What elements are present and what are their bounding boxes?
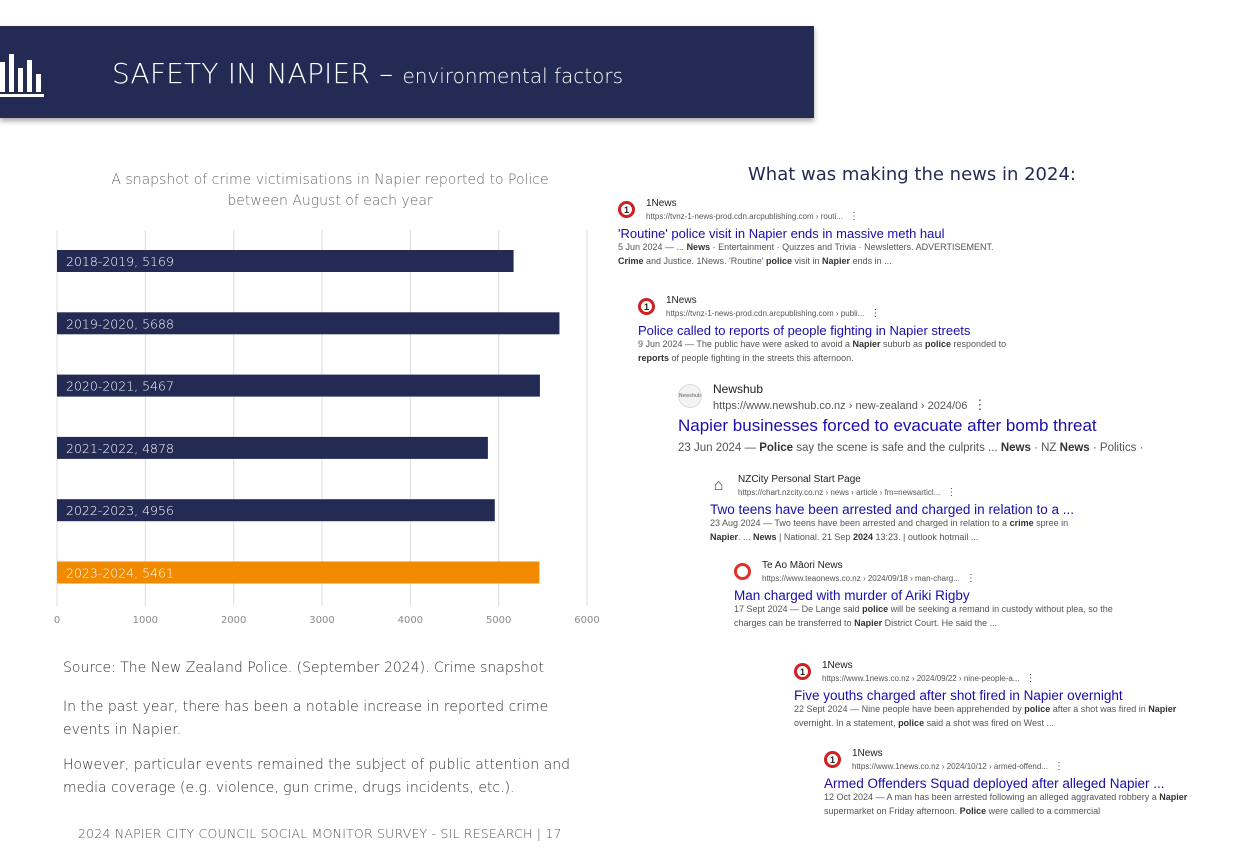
news-url: https://www.1news.co.nz › 2024/09/22 › n… <box>822 673 1035 684</box>
bar-chart-icon <box>0 54 44 97</box>
news-headline-link[interactable]: Police called to reports of people fight… <box>638 323 971 338</box>
more-options-icon[interactable]: ⋮ <box>1053 761 1064 772</box>
news-heading: What was making the news in 2024: <box>748 164 1076 185</box>
news-headline-link[interactable]: Man charged with murder of Ariki Rigby <box>734 588 970 603</box>
x-tick-label: 5000 <box>486 615 511 626</box>
news-item: Newshub Newshub https://www.newshub.co.n… <box>678 382 1143 458</box>
news-headline-link[interactable]: Napier businesses forced to evacuate aft… <box>678 416 1097 435</box>
more-options-icon[interactable]: ⋮ <box>973 397 987 412</box>
x-tick-label: 6000 <box>574 615 599 626</box>
x-tick-label: 4000 <box>398 615 423 626</box>
x-tick-label: 0 <box>54 615 60 626</box>
1news-logo-icon: 1 <box>794 663 811 680</box>
news-source: 1News <box>852 748 883 759</box>
bar <box>57 250 514 272</box>
news-url-text: https://www.newshub.co.nz › new-zealand … <box>713 400 968 412</box>
news-url-text: https://chart.nzcity.co.nz › news › arti… <box>738 488 941 497</box>
paragraph-increase: In the past year, there has been a notab… <box>63 699 549 738</box>
news-headline-link[interactable]: Two teens have been arrested and charged… <box>710 502 1074 517</box>
news-url-text: https://www.1news.co.nz › 2024/09/22 › n… <box>822 674 1020 683</box>
news-source: 1News <box>666 295 697 306</box>
news-headline-link[interactable]: Armed Offenders Squad deployed after all… <box>824 776 1165 791</box>
title-sub: environmental factors <box>402 64 624 88</box>
more-options-icon[interactable]: ⋮ <box>870 308 881 319</box>
bar-label: 2019-2020, 5688 <box>66 316 174 331</box>
news-snippet: 23 Jun 2024 — Police say the scene is sa… <box>678 442 1144 454</box>
news-headline-link[interactable]: 'Routine' police visit in Napier ends in… <box>618 226 945 241</box>
news-item: 1 1News https://tvnz-1-news-prod.cdn.arc… <box>638 295 1006 366</box>
more-options-icon[interactable]: ⋮ <box>946 487 957 498</box>
news-source: 1News <box>646 198 677 209</box>
x-tick-label: 3000 <box>309 615 334 626</box>
more-options-icon[interactable]: ⋮ <box>1025 673 1036 684</box>
news-date: 23 Aug 2024 <box>710 518 761 528</box>
news-url: https://tvnz-1-news-prod.cdn.arcpublishi… <box>666 308 880 319</box>
crime-bar-chart: 0 1000 2000 3000 4000 5000 6000 2018-2019, 5169… <box>54 230 600 626</box>
news-date: 17 Sept 2024 <box>734 604 788 614</box>
1news-logo-icon: 1 <box>638 298 655 315</box>
news-snippet: 23 Aug 2024 — Two teens have been arrest… <box>710 518 1069 542</box>
news-snippet: 5 Jun 2024 — ... News · Entertainment · … <box>618 242 994 266</box>
news-source: Newshub <box>713 382 764 396</box>
paragraph-events: However, particular events remained the … <box>63 757 570 796</box>
news-date: 12 Oct 2024 <box>824 792 874 802</box>
source-text: Source: The New Zealand Police. (Septemb… <box>63 660 544 676</box>
bar <box>57 312 560 335</box>
news-headline-link[interactable]: Five youths charged after shot fired in … <box>794 688 1123 703</box>
bar <box>57 436 488 459</box>
news-date: 22 Sept 2024 <box>794 704 848 714</box>
news-snippet: 12 Oct 2024 — A man has been arrested fo… <box>824 792 1188 816</box>
news-url-text: https://tvnz-1-news-prod.cdn.arcpublishi… <box>646 212 843 221</box>
news-item: ⌂ NZCity Personal Start Page https://cha… <box>710 474 1074 545</box>
bar-label: 2018-2019, 5169 <box>66 254 174 269</box>
x-tick-label: 2000 <box>221 615 246 626</box>
more-options-icon[interactable]: ⋮ <box>965 573 976 584</box>
news-url: https://www.1news.co.nz › 2024/10/12 › a… <box>852 761 1064 772</box>
1news-logo-icon: 1 <box>618 201 635 218</box>
bar-label: 2023-2024, 5461 <box>66 566 174 581</box>
news-date: 9 Jun 2024 <box>638 339 683 349</box>
news-source: Te Ao Māori News <box>762 560 843 571</box>
bar-label: 2021-2022, 4878 <box>66 441 174 456</box>
news-snippet: 9 Jun 2024 — The public have were asked … <box>638 339 1007 363</box>
news-url: https://www.newshub.co.nz › new-zealand … <box>713 397 986 413</box>
news-source: 1News <box>822 660 853 671</box>
chart-title: A snapshot of crime victimisations in Na… <box>111 172 549 209</box>
news-item: Te Ao Māori News https://www.teaonews.co… <box>734 560 1113 631</box>
teao-logo-icon <box>734 563 751 580</box>
footer-text: 2024 NAPIER CITY COUNCIL SOCIAL MONITOR … <box>78 826 562 841</box>
news-url-text: https://tvnz-1-news-prod.cdn.arcpublishi… <box>666 309 865 318</box>
news-url: https://www.teaonews.co.nz › 2024/09/18 … <box>762 573 976 584</box>
1news-logo-icon: 1 <box>824 751 841 768</box>
bar-label: 2020-2021, 5467 <box>66 379 174 394</box>
news-snippet: 22 Sept 2024 — Nine people have been app… <box>794 704 1177 728</box>
bar-label: 2022-2023, 4956 <box>66 503 174 518</box>
news-url: https://tvnz-1-news-prod.cdn.arcpublishi… <box>646 211 859 222</box>
news-date: 5 Jun 2024 <box>618 242 663 252</box>
news-item: 1 1News https://www.1news.co.nz › 2024/1… <box>824 748 1187 819</box>
news-date: 23 Jun 2024 <box>678 442 742 454</box>
title-separator: – <box>370 57 403 90</box>
news-url-text: https://www.teaonews.co.nz › 2024/09/18 … <box>762 574 960 583</box>
bar <box>57 374 540 397</box>
home-icon: ⌂ <box>713 476 724 494</box>
x-tick-label: 1000 <box>133 615 158 626</box>
bar <box>57 561 540 584</box>
bar <box>57 499 495 522</box>
news-source: NZCity Personal Start Page <box>738 474 861 485</box>
newshub-logo-icon: Newshub <box>678 384 702 408</box>
header-banner: SAFETY IN NAPIER – environmental factors <box>0 26 814 118</box>
news-url: https://chart.nzcity.co.nz › news › arti… <box>738 487 956 498</box>
news-url-text: https://www.1news.co.nz › 2024/10/12 › a… <box>852 762 1048 771</box>
news-item: 1 1News https://tvnz-1-news-prod.cdn.arc… <box>618 198 994 269</box>
title-main: SAFETY IN NAPIER <box>112 57 371 90</box>
news-item: 1 1News https://www.1news.co.nz › 2024/0… <box>794 660 1176 731</box>
more-options-icon[interactable]: ⋮ <box>848 211 859 222</box>
news-snippet: 17 Sept 2024 — De Lange said police will… <box>734 604 1113 628</box>
page-title: SAFETY IN NAPIER – environmental factors <box>112 57 623 90</box>
